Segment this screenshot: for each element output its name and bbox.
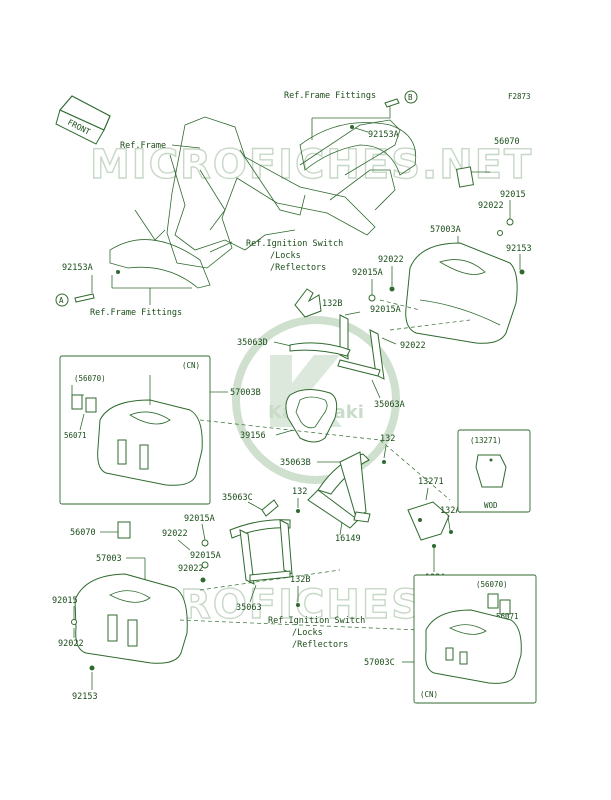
part-35063: 35063 xyxy=(236,603,262,613)
part-56070-top: 56070 xyxy=(494,137,520,147)
inset-cn-bottom: (56070) 56071 (CN) xyxy=(413,574,537,704)
bracket-35063d xyxy=(289,314,385,380)
pad-39156 xyxy=(285,389,338,443)
ref-ignition-bottom-1: Ref.Ignition Switch xyxy=(268,616,365,626)
part-92015-tr: 92015 xyxy=(500,190,526,200)
part-132b-low: 132B xyxy=(290,575,310,585)
frame-drawing xyxy=(109,116,417,289)
part-57003a: 57003A xyxy=(430,225,461,235)
bolt-icon xyxy=(74,293,95,303)
ref-ignition-top-2: /Locks xyxy=(270,251,301,261)
part-132-mid: 132 xyxy=(380,434,395,444)
part-39156: 39156 xyxy=(240,431,266,441)
inset-cn-top-callout: 57003B xyxy=(230,388,261,398)
part-13271: 13271 xyxy=(418,477,444,487)
ref-frame-fittings-top: Ref.Frame Fittings xyxy=(284,91,376,101)
part-92022-low1: 92022 xyxy=(162,529,188,539)
part-132b-top: 132B xyxy=(322,299,342,309)
part-16149: 16149 xyxy=(335,534,361,544)
inset-cn-bottom-part-b: 56071 xyxy=(496,612,519,621)
part-92022-tr: 92022 xyxy=(478,201,504,211)
ref-ignition-top-1: Ref.Ignition Switch xyxy=(246,239,343,249)
part-56070-low: 56070 xyxy=(70,528,96,538)
lock-bracket xyxy=(294,288,322,318)
part-35063b: 35063B xyxy=(280,458,311,468)
part-92153-tr: 92153 xyxy=(506,244,532,254)
part-92015a-mid1: 92015A xyxy=(352,268,383,278)
inset-cn-bottom-region: (CN) xyxy=(420,690,438,699)
part-92153a-left: 92153A xyxy=(62,263,93,273)
inset-cn-top: (CN) (56070) 56071 xyxy=(59,355,211,505)
part-92022-mid: 92022 xyxy=(378,255,404,265)
part-132-low: 132 xyxy=(292,487,307,497)
saddlebag-57003 xyxy=(74,573,188,664)
marker-a-circle xyxy=(55,293,69,307)
inset-cn-bottom-part-a: (56070) xyxy=(476,580,508,589)
figure-code: F2873 xyxy=(508,92,531,101)
inset-cn-top-part-b: 56071 xyxy=(64,431,87,440)
marker-b: B xyxy=(408,93,413,102)
part-92153-low: 92153 xyxy=(72,692,98,702)
ref-frame: Ref.Frame xyxy=(120,141,166,151)
backrest-16149 xyxy=(307,451,371,529)
part-92022-low3: 92022 xyxy=(58,639,84,649)
part-35063d: 35063D xyxy=(237,338,268,348)
part-35063c: 35063C xyxy=(222,493,253,503)
saddlebag-57003a xyxy=(405,242,518,344)
part-92015a-low2: 92015A xyxy=(190,551,221,561)
ref-ignition-top-3: /Reflectors xyxy=(270,263,326,273)
marker-a: A xyxy=(59,296,64,305)
part-132a-1: 132A xyxy=(440,506,460,516)
inset-wod-part: (13271) xyxy=(470,436,502,445)
plate-13271 xyxy=(407,501,450,541)
part-35063a: 35063A xyxy=(374,400,405,410)
part-92022-mid2: 92022 xyxy=(400,341,426,351)
inset-wod-region: WOD xyxy=(484,501,498,510)
ref-ignition-bottom-2: /Locks xyxy=(292,628,323,638)
part-57003: 57003 xyxy=(96,554,122,564)
part-92015-low: 92015 xyxy=(52,596,78,606)
inset-wod: (13271) WOD xyxy=(457,429,531,513)
ref-ignition-bottom-3: /Reflectors xyxy=(292,640,348,650)
bolt-icon xyxy=(384,98,400,108)
marker-b-circle xyxy=(404,90,418,104)
inset-cn-bottom-callout: 57003C xyxy=(364,658,395,668)
part-92022-low2: 92022 xyxy=(178,564,204,574)
part-92015a-mid2: 92015A xyxy=(370,305,401,315)
label-decal-icon xyxy=(117,521,131,539)
inset-cn-top-region: (CN) xyxy=(182,361,200,370)
front-arrow-icon: FRONT xyxy=(55,95,111,145)
part-92153a-top: 92153A xyxy=(368,130,399,140)
bracket-35063c xyxy=(229,499,293,585)
part-92015a-low1: 92015A xyxy=(184,514,215,524)
label-decal-icon xyxy=(455,166,475,188)
ref-frame-fittings-left: Ref.Frame Fittings xyxy=(90,308,182,318)
inset-cn-top-part-a: (56070) xyxy=(74,374,106,383)
